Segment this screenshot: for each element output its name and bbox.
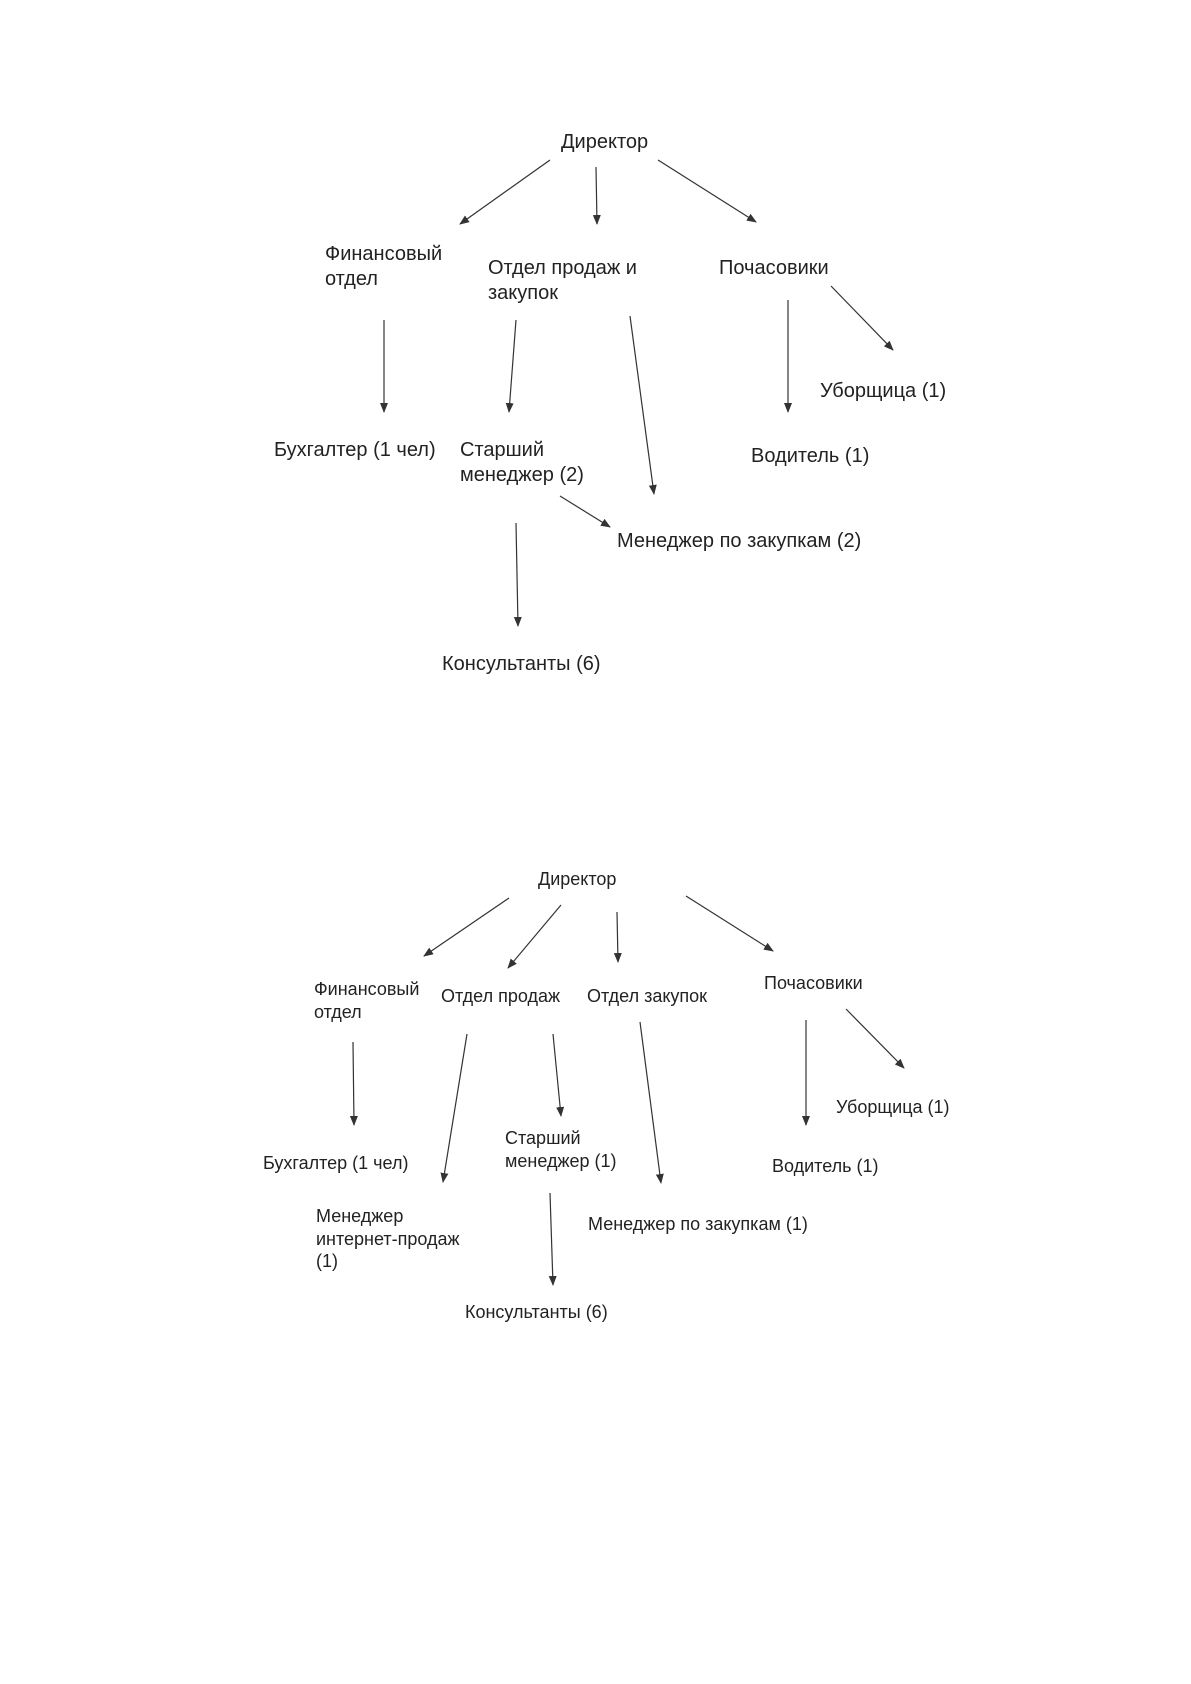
arrow-director-to-sales-purchase [592,166,601,225]
node2-purchasing-manager: Менеджер по закупкам (1) [588,1214,808,1234]
node2-purchase-dept: Отдел закупок [587,986,708,1006]
arrow2-director-to-purchase [613,911,622,963]
node-consultants: Консультанты (6) [442,653,601,675]
arrow2-director-to-sales [507,904,562,969]
arrow-senior-manager-to-consultants [513,522,522,627]
node2-senior-manager: Старший менеджер (1) [505,1128,617,1171]
arrow2-senior-manager-to-consultants [548,1192,557,1286]
node2-online-sales-manager: Менеджер интернет-продаж (1) [316,1206,460,1271]
arrow-sales-purchase-to-senior-manager [505,319,517,413]
node2-director: Директор [538,869,617,889]
arrow-sales-purchase-to-purchasing-manager [629,315,657,495]
arrow2-director-to-finance [423,897,510,957]
node-purchasing-manager: Менеджер по закупкам (2) [617,530,862,552]
arrow2-purchase-to-purchasing-manager [639,1021,664,1184]
node-accountant: Бухгалтер (1 чел) [274,439,436,461]
node-finance-dept: Финансовый отдел [325,243,443,290]
node-senior-manager: Старший менеджер (2) [460,439,584,486]
node2-driver: Водитель (1) [772,1156,879,1176]
node-director: Директор [561,131,649,153]
arrow-senior-manager-to-purchasing-manager [559,495,611,528]
node2-hourly-workers: Почасовики [764,973,863,993]
arrow2-director-to-hourly [685,895,774,952]
arrow2-finance-to-accountant [349,1041,358,1126]
node-hourly-workers: Почасовики [719,257,829,279]
arrow-hourly-to-cleaner [830,285,894,351]
node2-accountant: Бухгалтер (1 чел) [263,1153,409,1173]
node2-sales-dept: Отдел продаж [441,986,560,1006]
arrow2-sales-to-senior-manager [552,1033,565,1117]
node2-consultants: Консультанты (6) [465,1302,608,1322]
arrow-director-to-finance [459,159,551,225]
node-driver: Водитель (1) [751,445,870,467]
arrow2-sales-to-online-manager [440,1033,468,1183]
arrow-director-to-hourly [657,159,757,223]
node2-finance-dept: Финансовый отдел [314,979,420,1022]
arrow2-hourly-to-cleaner [845,1008,905,1069]
node-sales-purchase-dept: Отдел продаж и закупок [488,257,637,304]
node2-cleaner: Уборщица (1) [836,1097,950,1117]
node-cleaner: Уборщица (1) [820,380,947,402]
